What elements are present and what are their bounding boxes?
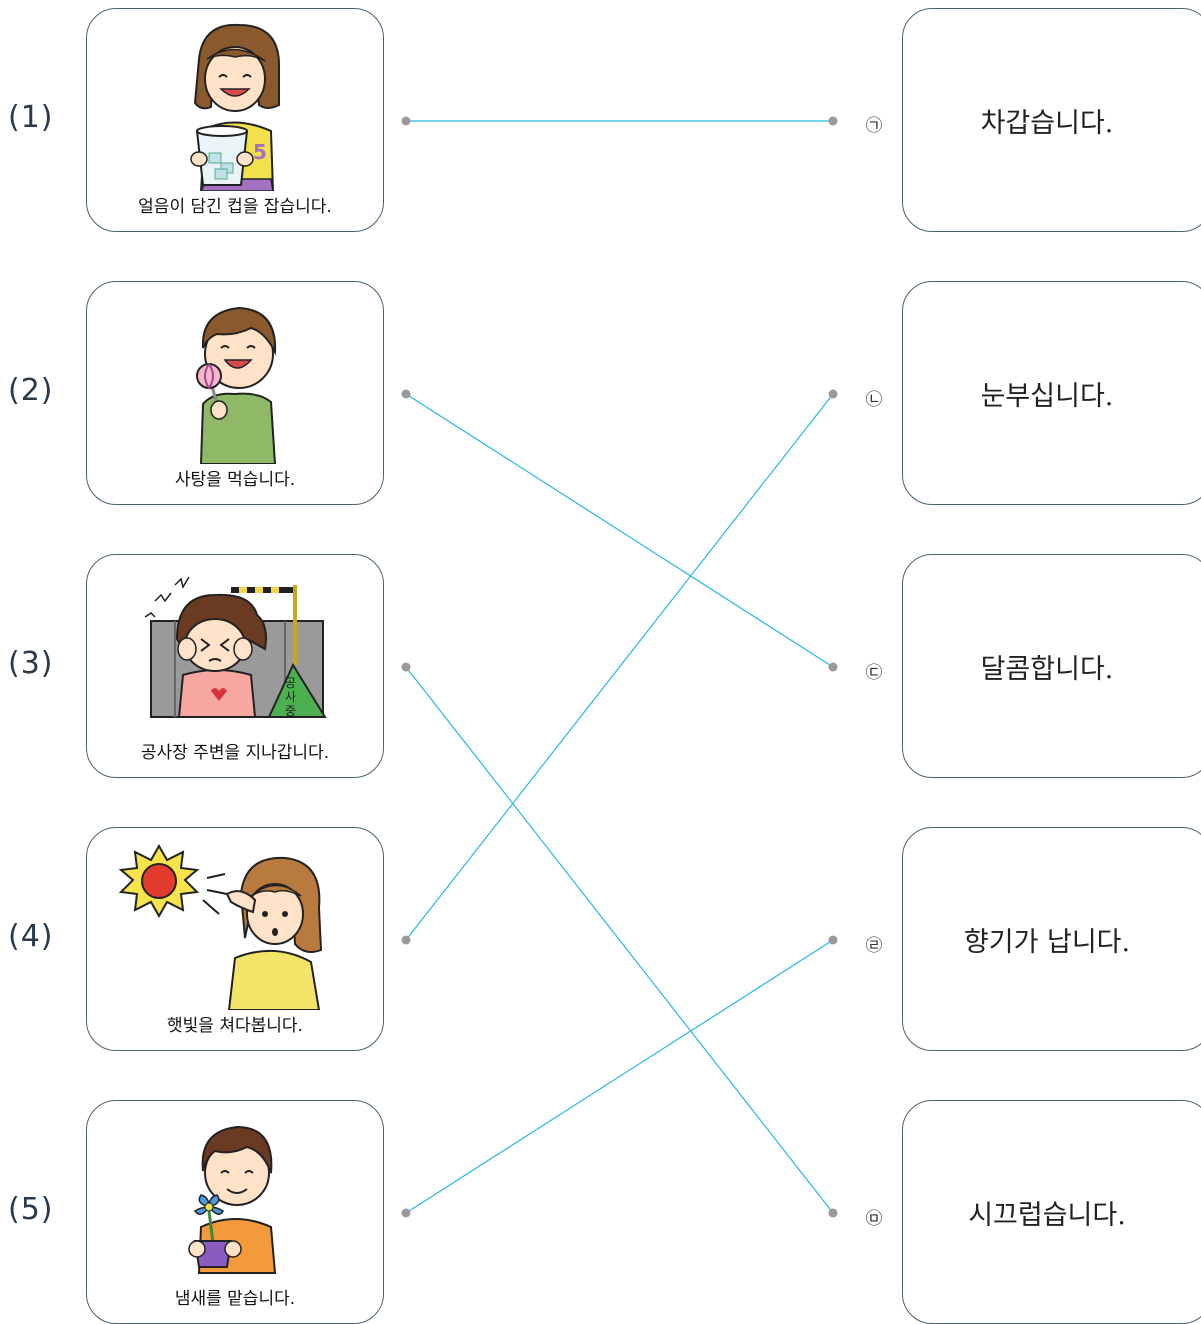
picture-card-3: 공 사 중 공사장 주변을 지나갑니다. [86, 554, 384, 778]
marker-3: ㉢ [865, 663, 883, 683]
match-line-2-3 [405, 393, 834, 668]
right-connector-dot-1[interactable] [828, 116, 838, 126]
answer-card-5: 시끄럽습니다. [902, 1100, 1201, 1324]
caption-3: 공사장 주변을 지나갑니다. [140, 743, 330, 763]
picture-card-1: 5 얼음이 담긴 컵을 잡습니다. [86, 8, 384, 232]
answer-card-4: 향기가 납니다. [902, 827, 1201, 1051]
girl-holding-ice-cup-image: 5 [87, 19, 383, 191]
picture-card-5: 냄새를 맡습니다. [86, 1100, 384, 1324]
caption-5: 냄새를 맡습니다. [174, 1289, 296, 1309]
answer-card-3: 달콤합니다. [902, 554, 1201, 778]
item-number-2: (2) [8, 373, 54, 408]
match-line-5-4 [405, 939, 834, 1214]
child-eating-candy-image [87, 292, 383, 464]
caption-4: 햇빛을 쳐다봅니다. [167, 1016, 303, 1036]
match-line-3-5 [405, 666, 834, 1214]
left-connector-dot-5[interactable] [401, 1208, 411, 1218]
answer-card-1: 차갑습니다. [902, 8, 1201, 232]
item-number-4: (4) [8, 919, 54, 954]
svg-text:사: 사 [285, 690, 296, 704]
picture-card-4: 햇빛을 쳐다봅니다. [86, 827, 384, 1051]
marker-5: ㉤ [865, 1209, 883, 1229]
left-connector-dot-1[interactable] [401, 116, 411, 126]
answer-text-5: 시끄럽습니다. [968, 1199, 1126, 1231]
caption-1: 얼음이 담긴 컵을 잡습니다. [138, 197, 332, 217]
right-connector-dot-2[interactable] [828, 389, 838, 399]
left-connector-dot-4[interactable] [401, 935, 411, 945]
answer-text-1: 차갑습니다. [980, 107, 1114, 139]
girl-looking-at-sun-image [87, 838, 383, 1010]
item-number-3: (3) [8, 646, 54, 681]
boy-smelling-flower-image [87, 1111, 383, 1283]
item-number-1: (1) [8, 100, 54, 135]
left-connector-dot-2[interactable] [401, 389, 411, 399]
svg-text:5: 5 [253, 140, 267, 164]
svg-text:중: 중 [285, 704, 296, 718]
svg-text:공: 공 [285, 676, 296, 690]
answer-text-4: 향기가 납니다. [963, 926, 1131, 958]
right-connector-dot-3[interactable] [828, 662, 838, 672]
picture-card-2: 사탕을 먹습니다. [86, 281, 384, 505]
marker-2: ㉡ [865, 390, 883, 410]
answer-text-2: 눈부십니다. [980, 380, 1114, 412]
answer-card-2: 눈부십니다. [902, 281, 1201, 505]
girl-near-construction-site-image: 공 사 중 [87, 565, 383, 737]
match-line-4-2 [405, 393, 834, 941]
marker-1: ㉠ [865, 116, 883, 136]
right-connector-dot-4[interactable] [828, 935, 838, 945]
left-connector-dot-3[interactable] [401, 662, 411, 672]
right-connector-dot-5[interactable] [828, 1208, 838, 1218]
caption-2: 사탕을 먹습니다. [174, 470, 296, 490]
answer-text-3: 달콤합니다. [980, 653, 1114, 685]
marker-4: ㉣ [865, 936, 883, 956]
item-number-5: (5) [8, 1192, 54, 1227]
